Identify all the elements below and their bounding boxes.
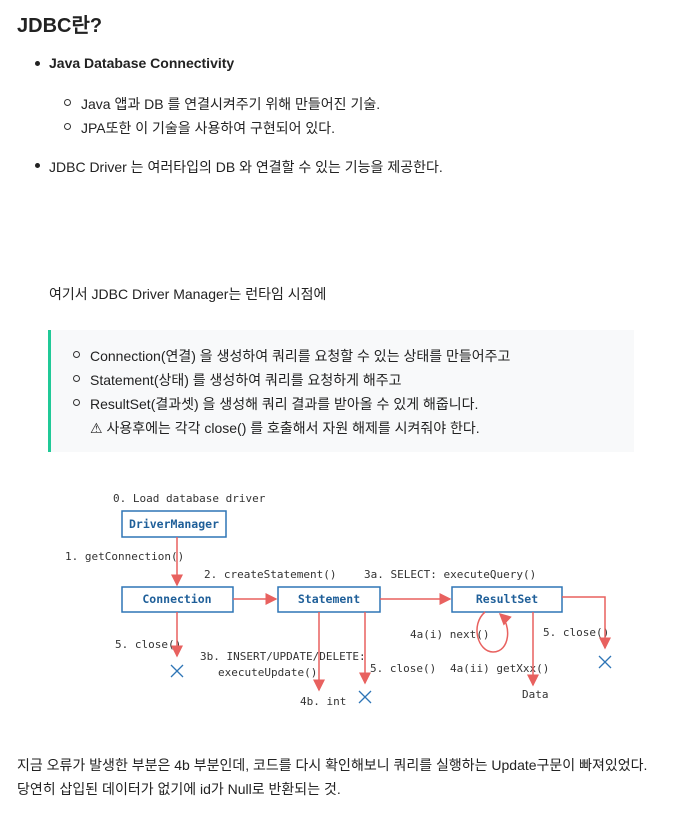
bullet-dot — [35, 163, 40, 168]
bullet-dot — [35, 61, 40, 66]
sub-bullet-text: JPA또한 이 기술을 사용하여 구현되어 있다. — [81, 120, 336, 136]
paragraph: 당연히 삽입된 데이터가 없기에 id가 Null로 반환되는 것. — [17, 781, 341, 797]
label-close: 5. close() — [115, 638, 181, 651]
box-driver-manager — [121, 510, 227, 538]
label-get-xxx: 4a(ii) getXxx() — [450, 662, 549, 675]
close-x-icon — [170, 655, 612, 704]
label-execute-query: 3a. SELECT: executeQuery() — [364, 568, 536, 581]
sub-bullet-circle — [73, 399, 80, 406]
label-next: 4a(i) next() — [410, 628, 489, 641]
quote-item: Connection(연결) 을 생성하여 쿼리를 요청할 수 있는 상태를 만… — [90, 348, 511, 364]
bullet-jdbc: Java Database Connectivity — [49, 55, 235, 71]
box-result-set — [451, 586, 563, 613]
label-close: 5. close() — [370, 662, 436, 675]
quote-item: Statement(상태) 를 생성하여 쿼리를 요청하게 해주고 — [90, 372, 402, 388]
box-label: Statement — [298, 592, 360, 606]
label-load: 0. Load database driver — [113, 492, 266, 505]
box-label: ResultSet — [476, 592, 538, 606]
label-execute-update: executeUpdate() — [218, 666, 317, 679]
arrows — [171, 537, 611, 692]
box-statement — [277, 586, 381, 613]
sub-bullet-circle — [64, 123, 71, 130]
sub-bullet-circle — [64, 99, 71, 106]
sub-bullet-text: Java 앱과 DB 를 연결시켜주기 위해 만들어진 기술. — [81, 96, 381, 112]
paragraph: 지금 오류가 발생한 부분은 4b 부분인데, 코드를 다시 확인해보니 쿼리를… — [17, 757, 648, 773]
page-title: JDBC란? — [17, 15, 103, 37]
sub-bullet-circle — [73, 351, 80, 358]
label-create-statement: 2. createStatement() — [204, 568, 336, 581]
label-execute-update: 3b. INSERT/UPDATE/DELETE: — [200, 650, 366, 663]
box-label: Connection — [142, 592, 211, 606]
bullet-driver: JDBC Driver 는 여러타입의 DB 와 연결할 수 있는 기능을 제공… — [49, 159, 443, 175]
jdbc-diagram: 0. Load database driver 1. getConnection… — [65, 492, 612, 708]
quote-warning: ⚠ 사용후에는 각각 close() 를 호출해서 자원 해제를 시켜줘야 한다… — [90, 420, 480, 436]
sub-bullet-circle — [73, 375, 80, 382]
label-int: 4b. int — [300, 695, 346, 708]
label-get-connection: 1. getConnection() — [65, 550, 184, 563]
box-label: DriverManager — [129, 517, 219, 531]
quote-item: ResultSet(결과셋) 을 생성해 쿼리 결과를 받아올 수 있게 해줍니… — [90, 396, 479, 412]
label-data: Data — [522, 688, 549, 701]
label-close: 5. close() — [543, 626, 609, 639]
paragraph: 여기서 JDBC Driver Manager는 런타임 시점에 — [49, 286, 327, 302]
blockquote — [48, 330, 634, 452]
